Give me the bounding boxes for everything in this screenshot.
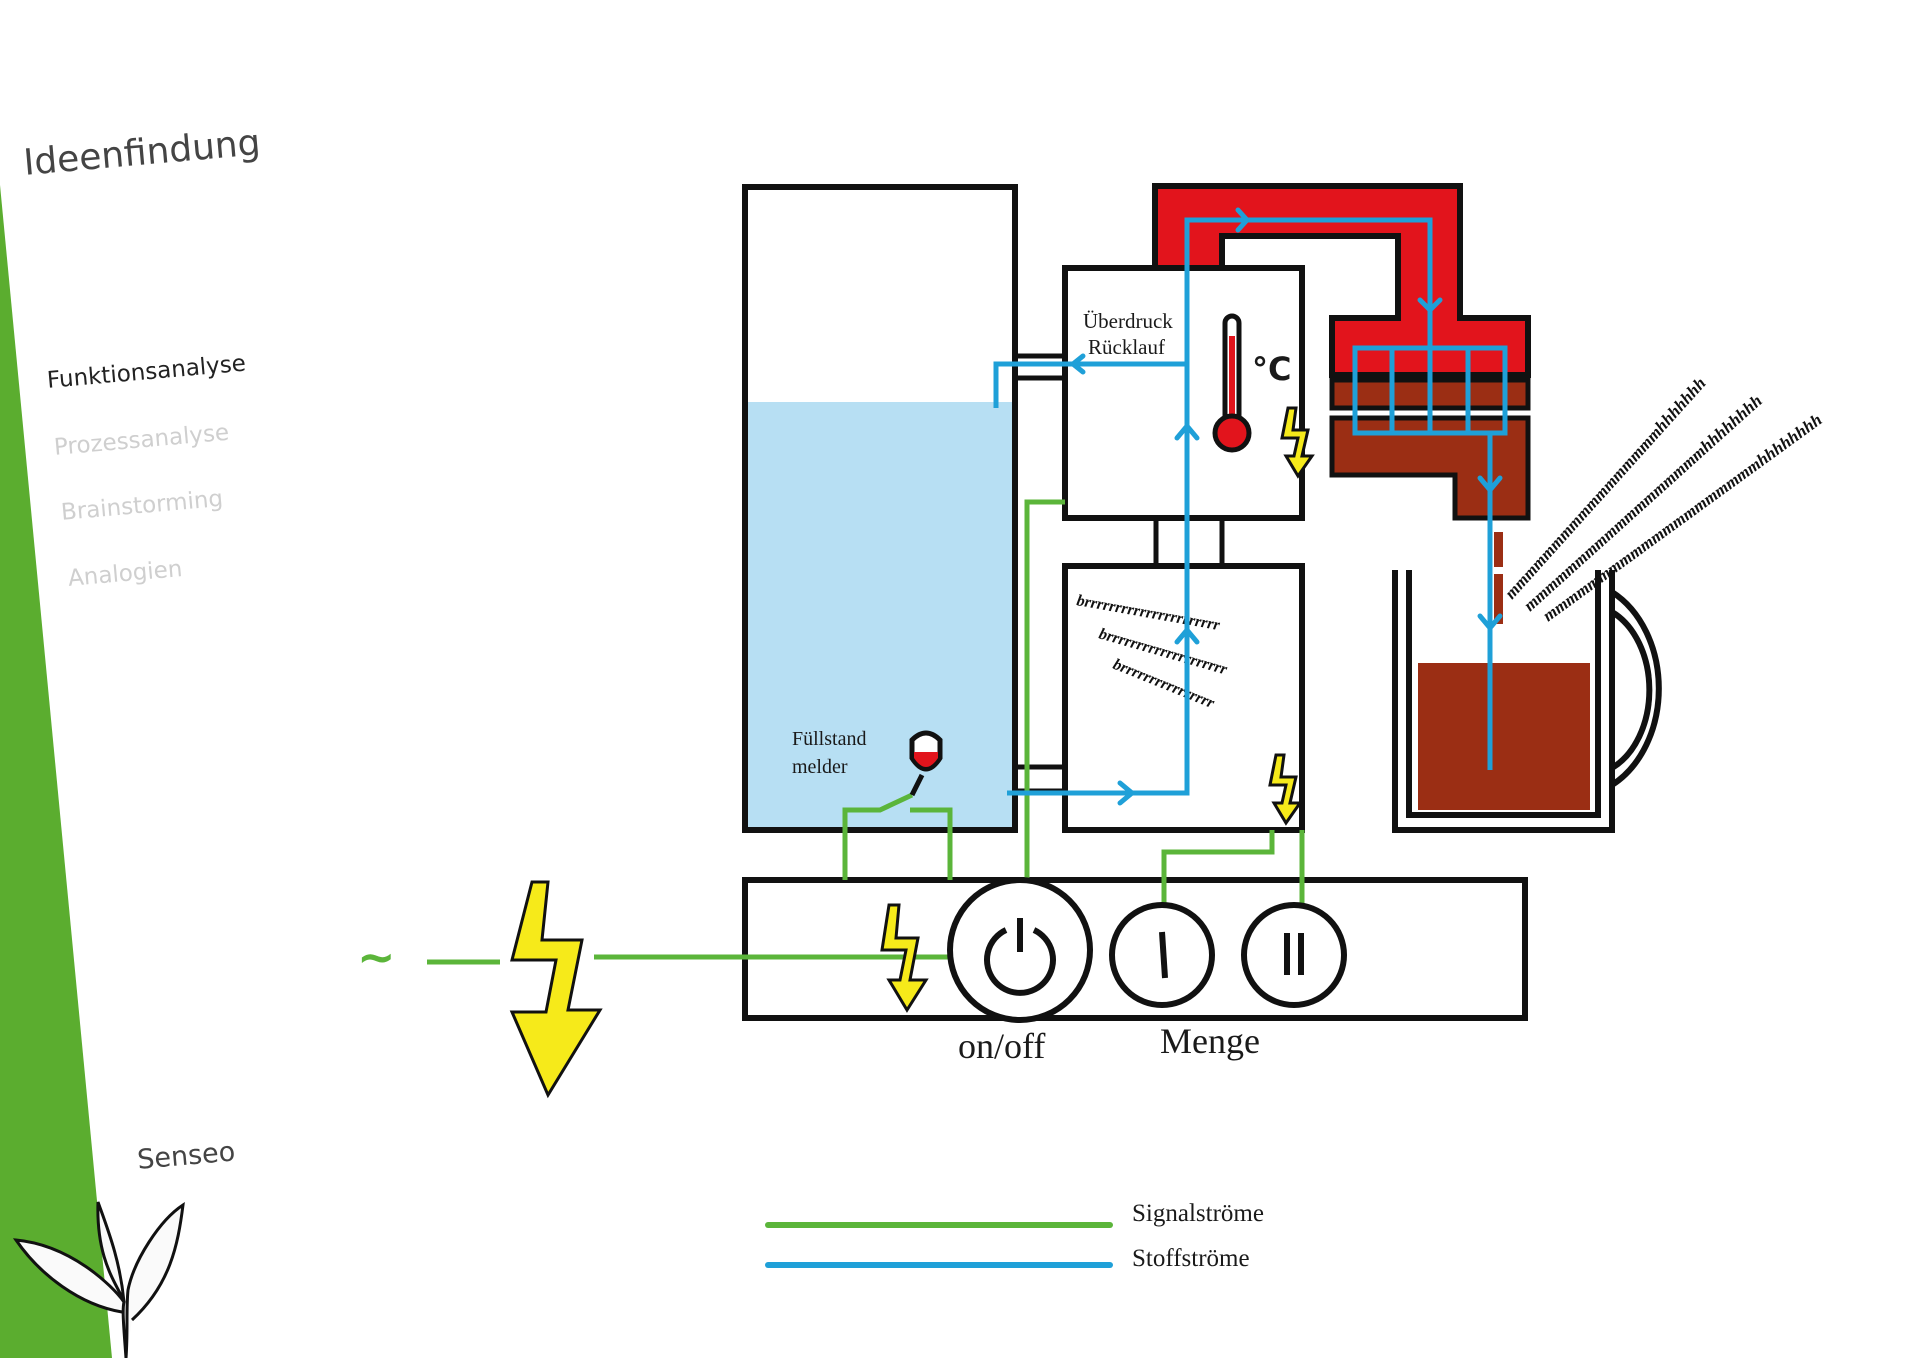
aroma-steam: mmmmmmmmmmmmmmmmmhhhhhhh mmmmmmmmmmmmmmm… [1501,374,1826,626]
level-sensor-label-2: melder [792,756,848,778]
pump-lightning-icon [1268,753,1303,826]
legend-signal-label: Signalströme [1132,1200,1264,1227]
coffee-cup [1392,570,1662,833]
sprout-middle-leaf [96,1201,126,1303]
aroma-2: mmmmmmmmmmmmmmmmmmhhhhhhhh [1520,391,1766,615]
green-band-shape [0,185,112,1358]
level-sensor-label-1: Füllstand [792,728,867,750]
heater-lightning-icon [1280,406,1315,479]
pump-box [1062,563,1305,833]
sprout-logo-icon [12,1201,185,1358]
overpressure-label-2: Rücklauf [1088,335,1165,359]
panel-lightning-icon [880,903,929,1013]
legend [765,1222,1113,1268]
tank-outline [742,184,1018,833]
signal-lines [427,499,1305,965]
overpressure-label-1: Überdruck [1083,309,1173,333]
flow-arrows [1068,207,1503,806]
legend-material-label: Stoffströme [1132,1245,1250,1272]
lightning-icons [509,406,1315,1099]
level-sensor-icon [909,730,943,797]
thermometer-icon [1212,313,1252,453]
power-button[interactable] [947,877,1093,1023]
boiler-box [1062,265,1305,521]
sprout-right-leaf [124,1201,185,1358]
power-input-label: ~ [357,930,396,984]
water-fill [745,402,1015,830]
two-cups-button[interactable] [1241,902,1347,1008]
celsius-label: °C [1252,350,1292,388]
one-cup-button[interactable] [1109,902,1215,1008]
sprout-left-leaf [12,1238,128,1358]
coffee-fill [1418,663,1590,810]
on-off-label: on/off [958,1026,1046,1066]
water-tank [742,184,1018,833]
amount-label: Menge [1160,1021,1260,1061]
main-power-lightning-icon [509,880,603,1099]
